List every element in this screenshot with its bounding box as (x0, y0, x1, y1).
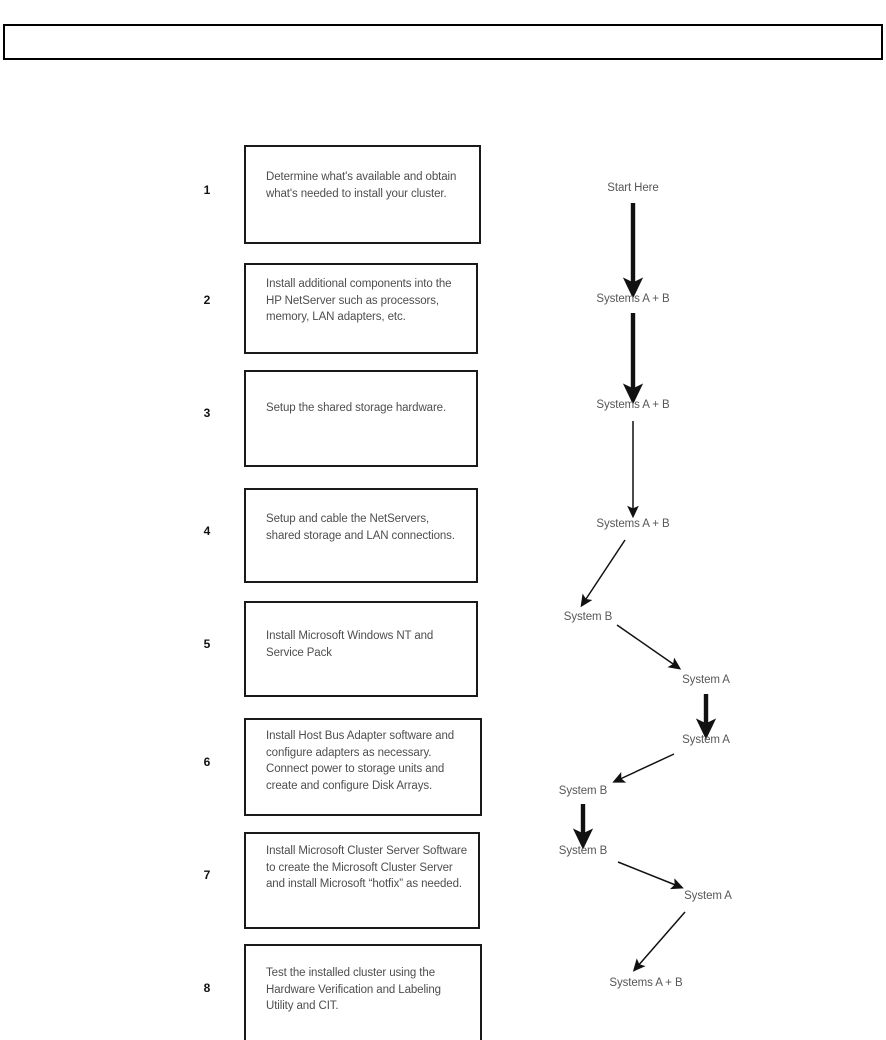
step-box-5[interactable]: Install Microsoft Windows NT and Service… (244, 601, 478, 697)
flow-node-7[interactable]: System B (558, 785, 608, 797)
flow-node-10[interactable]: Systems A + B (609, 977, 683, 989)
flow-node-3[interactable]: Systems A + B (596, 518, 670, 530)
step-number-5: 5 (203, 637, 211, 651)
step-number-7: 7 (203, 868, 211, 882)
step-box-3[interactable]: Setup the shared storage hardware. (244, 370, 478, 467)
step-box-7[interactable]: Install Microsoft Cluster Server Softwar… (244, 832, 480, 929)
step-box-2[interactable]: Install additional components into the H… (244, 263, 478, 354)
step-text-5: Install Microsoft Windows NT and Service… (266, 630, 434, 659)
arrow-systemb3-to-systema3 (617, 861, 684, 890)
flow-node-4[interactable]: System B (563, 611, 613, 623)
flow-node-5[interactable]: System A (682, 674, 730, 686)
step-box-6[interactable]: Install Host Bus Adapter software and co… (244, 718, 482, 816)
flow-node-9[interactable]: System A (684, 890, 732, 902)
header-box (3, 24, 883, 60)
step-number-3: 3 (203, 406, 211, 420)
step-box-8[interactable]: Test the installed cluster using the Har… (244, 944, 482, 1040)
step-number-4: 4 (203, 524, 211, 538)
step-box-4[interactable]: Setup and cable the NetServers, shared s… (244, 488, 478, 583)
step-text-2: Install additional components into the H… (266, 278, 452, 323)
step-text-6: Install Host Bus Adapter software and co… (266, 730, 455, 792)
arrow-systema2-to-systemb2 (612, 753, 675, 783)
step-number-2: 2 (203, 293, 211, 307)
arrow-systems3-to-systemb1 (580, 539, 626, 608)
flow-node-2[interactable]: Systems A + B (596, 399, 670, 411)
step-text-3: Setup the shared storage hardware. (266, 402, 447, 414)
flow-node-8[interactable]: System B (558, 845, 608, 857)
step-text-7: Install Microsoft Cluster Server Softwar… (266, 845, 468, 890)
arrow-systemb1-to-systema1 (616, 624, 682, 670)
step-box-1[interactable]: Determine what's available and obtain wh… (244, 145, 481, 244)
flow-node-0[interactable]: Start Here (607, 182, 659, 194)
step-text-1: Determine what's available and obtain wh… (266, 171, 457, 200)
step-text-8: Test the installed cluster using the Har… (266, 967, 441, 1012)
flow-node-6[interactable]: System A (682, 734, 730, 746)
step-text-4: Setup and cable the NetServers, shared s… (266, 513, 455, 542)
step-number-8: 8 (203, 981, 211, 995)
arrow-systema3-to-systems4 (632, 911, 686, 972)
step-number-1: 1 (203, 183, 211, 197)
flow-node-1[interactable]: Systems A + B (596, 293, 670, 305)
step-number-6: 6 (203, 755, 211, 769)
